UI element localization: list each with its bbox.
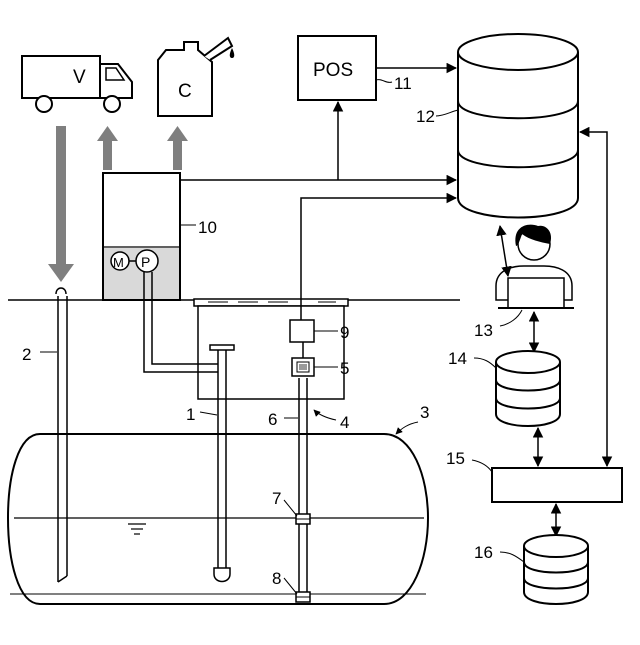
- label-2: 2: [22, 345, 31, 364]
- supply-arrow-icon: [97, 126, 118, 170]
- operator-db-link: [500, 226, 508, 276]
- label-5: 5: [340, 359, 349, 378]
- pos-label: POS: [313, 60, 353, 81]
- local-database-icon: [496, 351, 560, 426]
- label-6: 6: [268, 410, 277, 429]
- delivery-arrow-icon: [48, 126, 74, 282]
- manhole-pit: [198, 306, 344, 399]
- truck-letter: V: [73, 67, 86, 88]
- central-database-icon: [458, 34, 578, 218]
- archive-database-icon: [524, 535, 588, 604]
- manhole-cover: [194, 299, 348, 306]
- label-12: 12: [416, 107, 435, 126]
- operator-icon: [496, 225, 574, 308]
- server-box: [492, 468, 622, 502]
- label-1: 1: [186, 405, 195, 424]
- motor-letter: M: [113, 255, 124, 270]
- label-11: 11: [394, 74, 412, 93]
- label-3: 3: [420, 403, 429, 422]
- server-to-db12-link: [580, 132, 607, 466]
- sensor-head-icon: [292, 358, 314, 376]
- fuel-can-icon: [158, 38, 234, 116]
- label-13: 13: [474, 321, 493, 340]
- label-9: 9: [340, 323, 349, 342]
- label-16: 16: [474, 543, 493, 562]
- label-15: 15: [446, 449, 465, 468]
- label-14: 14: [448, 349, 467, 368]
- label-4: 4: [340, 413, 349, 432]
- fuel-dispenser: [103, 173, 180, 300]
- transmitter-box: [290, 320, 314, 342]
- refuel-arrow-icon: [167, 126, 188, 170]
- pump-letter: P: [141, 254, 150, 270]
- label-8: 8: [272, 569, 281, 588]
- label-7: 7: [272, 489, 281, 508]
- can-letter: C: [178, 81, 192, 102]
- label-10: 10: [198, 218, 217, 237]
